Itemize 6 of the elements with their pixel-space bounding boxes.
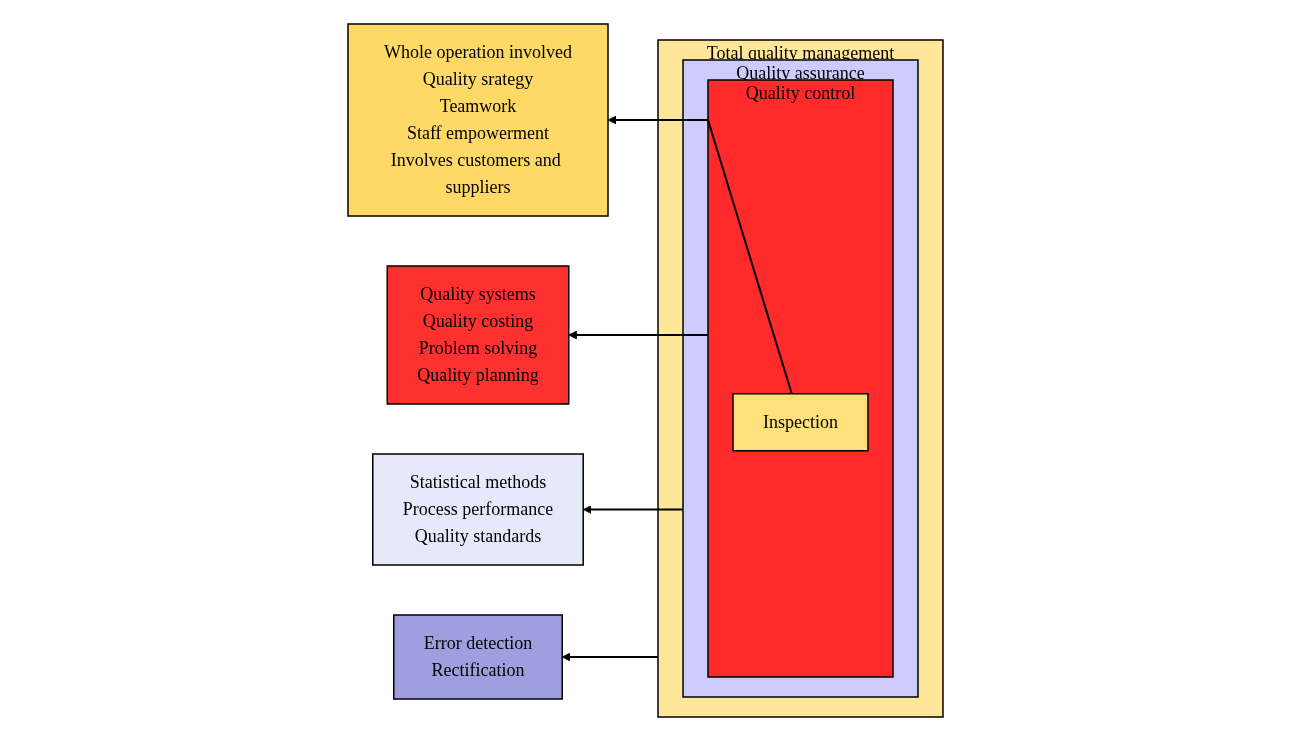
node-box: Quality systems Quality costing Problem solving Quality planning [386,264,570,405]
node-box: Error detection Rectification [393,613,563,700]
arrow [568,330,709,339]
node-box: Inspection [732,392,869,451]
node-box: Statistical methods Process performance Quality standards [372,452,584,566]
node-box: Whole operation involved Quality srategy Teamwork Staff empowerment Involves customers and suppliers [347,22,609,217]
